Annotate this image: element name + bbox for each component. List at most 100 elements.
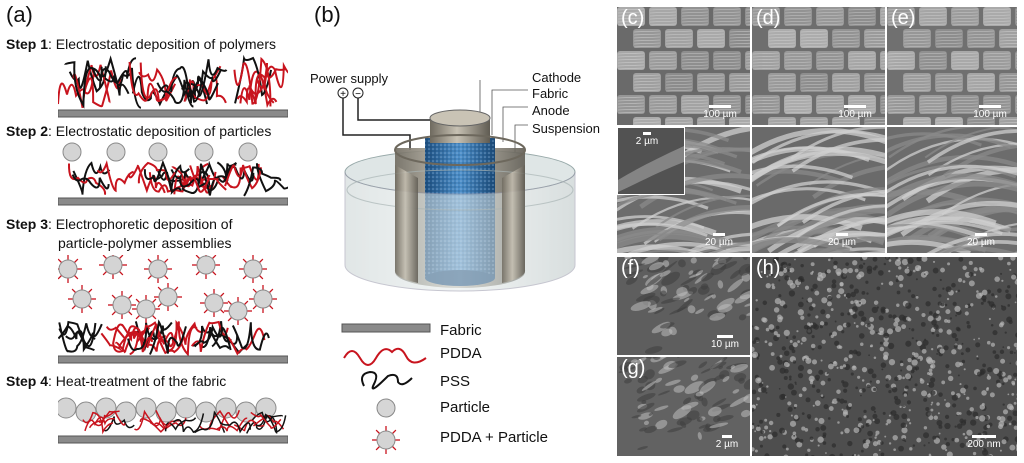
particle-assembly-layer bbox=[58, 255, 277, 325]
particle bbox=[148, 142, 168, 162]
fabric-leader bbox=[491, 89, 528, 135]
pss-chain bbox=[231, 322, 270, 351]
panel-h-label: (h) bbox=[756, 257, 781, 279]
power-supply-label: Power supply bbox=[310, 71, 389, 86]
minus-sign: − bbox=[355, 89, 361, 100]
polymer-layer bbox=[58, 319, 270, 357]
pdda-chain bbox=[136, 321, 174, 345]
pss-chain bbox=[170, 168, 209, 190]
legend-fabric-icon bbox=[341, 323, 431, 333]
polymer-chain bbox=[94, 410, 126, 427]
polymer-layer bbox=[58, 54, 288, 109]
coated-surface-micrograph bbox=[617, 357, 750, 456]
step-3-text: : Electrophoretic deposition of bbox=[48, 216, 233, 232]
polymer-chain bbox=[255, 413, 287, 433]
sem-d-top: (d) 100 µm bbox=[751, 6, 886, 126]
scale-bar-g: 2 µm bbox=[711, 435, 743, 450]
sem-f: (f) 10 µm bbox=[616, 256, 751, 356]
scale-c-top-text: 100 µm bbox=[703, 109, 737, 120]
cathode-label: Cathode bbox=[532, 70, 582, 85]
fabric-strip bbox=[58, 197, 288, 206]
particle bbox=[58, 259, 78, 279]
particle bbox=[238, 142, 258, 162]
step-4-caption: Step 4: Heat-treatment of the fabric bbox=[6, 373, 226, 389]
step-2-prefix: Step 2 bbox=[6, 123, 49, 139]
pdda-chain bbox=[189, 165, 227, 193]
particle bbox=[194, 142, 214, 162]
cathode-top bbox=[429, 109, 491, 127]
fused-polymer-layer bbox=[82, 409, 287, 435]
sem-e-bottom: 20 µm bbox=[886, 126, 1018, 254]
pdda-chain bbox=[137, 161, 176, 184]
polymer-chain bbox=[172, 413, 205, 434]
particle bbox=[228, 301, 248, 321]
particle bbox=[106, 142, 126, 162]
scale-f-text: 10 µm bbox=[711, 339, 739, 350]
pss-chain bbox=[131, 75, 170, 107]
pdda-chain bbox=[100, 325, 139, 351]
scale-bar-e-top: 100 µm bbox=[965, 105, 1015, 120]
pss-chain bbox=[58, 322, 96, 353]
polymer-chain bbox=[134, 409, 166, 431]
pdda-chain bbox=[83, 70, 122, 108]
pss-chain bbox=[143, 159, 182, 196]
pss-chain bbox=[192, 325, 230, 350]
anode-label: Anode bbox=[532, 103, 570, 118]
legend-particle-label: Particle bbox=[440, 399, 491, 416]
scale-bar-d-bottom: 20 µm bbox=[822, 233, 862, 248]
sem-c-top: (c) 100 µm bbox=[616, 6, 751, 126]
pdda-chain bbox=[115, 327, 154, 354]
legend-particle-icon bbox=[376, 398, 396, 418]
particle bbox=[195, 401, 217, 423]
polymer-chain bbox=[103, 416, 135, 432]
pss-chain bbox=[58, 320, 97, 348]
panel-c-label: (c) bbox=[621, 7, 645, 29]
panel-f-label: (f) bbox=[621, 257, 640, 279]
particle bbox=[95, 397, 117, 419]
sem-e-top: (e) 100 µm bbox=[886, 6, 1018, 126]
pdda-chain bbox=[146, 323, 185, 355]
fabric-strip bbox=[58, 435, 288, 444]
pss-chain bbox=[64, 61, 103, 109]
polymer-chain bbox=[208, 410, 240, 432]
step-3-illustration bbox=[58, 255, 288, 364]
particle bbox=[58, 397, 77, 419]
step-1-prefix: Step 1 bbox=[6, 36, 49, 52]
legend-symbols bbox=[341, 323, 431, 454]
scale-e-top-text: 100 µm bbox=[973, 109, 1007, 120]
anode-leader bbox=[502, 106, 528, 142]
polymer-layer bbox=[67, 159, 288, 197]
fabric-strip bbox=[58, 355, 288, 364]
scale-d-top-text: 100 µm bbox=[838, 109, 872, 120]
scale-bar-c-inset: 2 µm bbox=[632, 132, 662, 147]
pss-chain bbox=[149, 319, 187, 355]
sem-c-bottom: 2 µm 20 µm bbox=[616, 126, 751, 254]
pdda-chain bbox=[72, 64, 111, 108]
scale-bar-h: 200 nm bbox=[960, 435, 1008, 450]
step-4-prefix: Step 4 bbox=[6, 373, 49, 389]
pdda-chain bbox=[138, 67, 177, 102]
particle bbox=[158, 287, 178, 307]
coated-fiber-micrograph bbox=[617, 257, 750, 355]
particle bbox=[62, 142, 82, 162]
polymer-chain bbox=[250, 411, 282, 429]
step-2-illustration bbox=[58, 142, 288, 206]
particle bbox=[103, 255, 123, 275]
pss-chain bbox=[243, 166, 282, 197]
particle bbox=[112, 295, 132, 315]
particle bbox=[196, 255, 216, 275]
legend-pss-label: PSS bbox=[440, 373, 471, 390]
scale-d-bottom-text: 20 µm bbox=[828, 237, 856, 248]
particle bbox=[175, 397, 197, 419]
step-2-text: : Electrostatic deposition of particles bbox=[48, 123, 272, 139]
step-4-text: : Heat-treatment of the fabric bbox=[48, 373, 227, 389]
pss-chain bbox=[91, 55, 130, 96]
scale-c-inset-text: 2 µm bbox=[635, 136, 659, 147]
particle-layer bbox=[62, 142, 258, 162]
panel-a-label: (a) bbox=[6, 2, 33, 27]
woven-fabric-micrograph bbox=[617, 7, 750, 125]
pss-chain bbox=[58, 325, 95, 352]
panel-e-label: (e) bbox=[891, 7, 916, 29]
particle bbox=[72, 289, 92, 309]
pss-chain bbox=[255, 163, 288, 193]
